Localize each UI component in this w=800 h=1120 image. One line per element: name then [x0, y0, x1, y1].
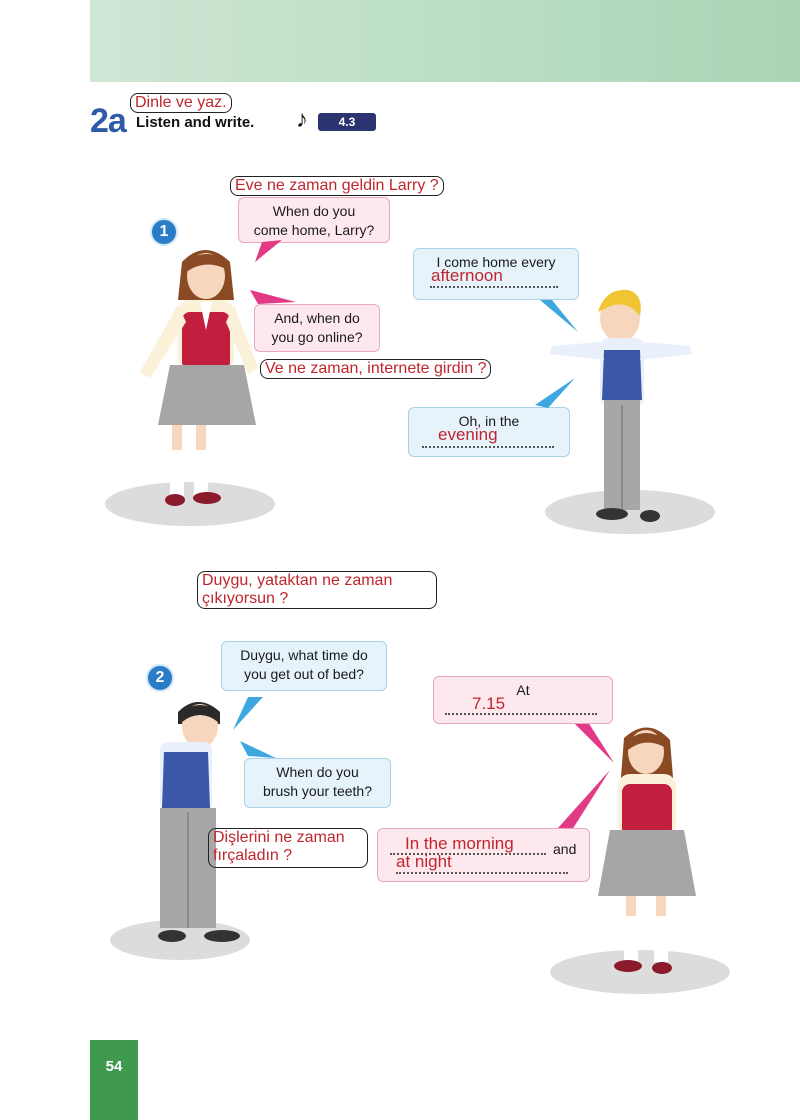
exercise-number: 2a — [90, 102, 127, 140]
speech-bubble-q3: Duygu, what time do you get out of bed? — [221, 641, 387, 691]
note-line: çıkıyorsun ? — [202, 590, 289, 607]
bubble-line: you get out of bed? — [244, 666, 364, 682]
bubble-line: When do you — [276, 764, 359, 780]
dialog-number-2: 2 — [146, 664, 174, 692]
bubble-line: And, when do — [274, 310, 360, 326]
handwritten-answer: evening — [438, 425, 498, 444]
bubble-line: brush your teeth? — [263, 783, 372, 799]
bubble-tail — [558, 770, 610, 830]
bubble-line: you go online? — [271, 329, 363, 345]
answer-blank[interactable] — [430, 286, 558, 288]
bubble-line: Oh, in the — [458, 413, 520, 429]
title-translation-note: Dinle ve yaz. — [130, 93, 232, 113]
girl-character-2 — [598, 727, 696, 974]
handwritten-answer: at night — [396, 852, 452, 871]
speech-bubble-a1: I come home every — [413, 248, 579, 300]
bubble-line: At — [516, 682, 530, 698]
bubble-tail — [233, 697, 263, 730]
translation-note-3: Duygu, yataktan ne zaman çıkıyorsun ? — [197, 571, 437, 609]
bubble-tail — [535, 378, 575, 408]
bubble-tail — [573, 722, 614, 763]
speech-bubble-q4: When do you brush your teeth? — [244, 758, 391, 808]
speech-bubble-a2: Oh, in the — [408, 407, 570, 457]
answer-blank[interactable] — [390, 853, 546, 855]
bubble-tail — [540, 300, 578, 332]
answer-blank[interactable] — [422, 446, 554, 448]
speech-bubble-q2: And, when do you go online? — [254, 304, 380, 352]
floor-shadow — [545, 490, 715, 534]
note-line: Dişlerini ne zaman — [213, 829, 345, 846]
bubble-line: Duygu, what time do — [240, 647, 368, 663]
floor-shadow — [550, 950, 730, 994]
girl-character-1 — [140, 250, 258, 506]
handwritten-answer: afternoon — [431, 266, 503, 285]
translation-note-4: Dişlerini ne zaman fırçaladın ? — [208, 828, 368, 868]
boy-character-2 — [158, 702, 240, 942]
bubble-line: I come home every — [436, 254, 556, 270]
music-note-icon: ♪ — [296, 106, 308, 133]
handwritten-answer: 7.15 — [472, 694, 506, 713]
exercise-title: Listen and write. — [136, 114, 255, 131]
translation-note-2: Ve ne zaman, internete girdin ? — [260, 359, 492, 379]
bubble-tail — [250, 290, 296, 304]
translation-note-1: Eve ne zaman geldin Larry ? — [230, 176, 444, 196]
boy-character-1 — [550, 289, 692, 522]
bubble-line: come home, Larry? — [253, 222, 375, 238]
page-number: 54 — [90, 1040, 138, 1120]
bubble-tail — [240, 741, 276, 758]
floor-shadow — [105, 482, 275, 526]
audio-track-badge[interactable]: 4.3 — [318, 113, 376, 131]
note-line: Duygu, yataktan ne zaman — [202, 572, 393, 589]
dialog-number-1: 1 — [150, 218, 178, 246]
note-line: fırçaladın ? — [213, 847, 293, 864]
handwritten-answer: In the morning — [405, 834, 514, 853]
bubble-tail — [255, 240, 282, 262]
and-connector: and — [553, 841, 577, 857]
answer-blank[interactable] — [445, 713, 597, 715]
speech-bubble-a3: At — [433, 676, 613, 724]
answer-blank[interactable] — [396, 872, 568, 874]
top-green-band — [90, 0, 800, 82]
speech-bubble-q1: When do you come home, Larry? — [238, 197, 390, 243]
bubble-line: When do you — [272, 203, 356, 219]
